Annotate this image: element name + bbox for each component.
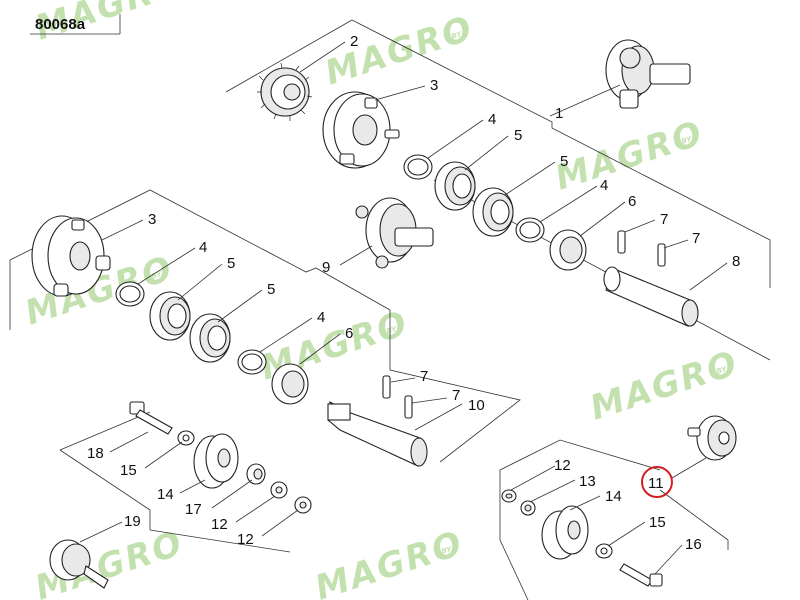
callout-5: 5 — [514, 127, 522, 144]
part-flange-hub-3-upper — [322, 91, 400, 169]
callout-16: 16 — [685, 536, 702, 553]
part-assembly-1 — [605, 39, 691, 109]
callout-7: 7 — [660, 211, 668, 228]
part-bearing-5-upper-a — [434, 161, 476, 211]
part-bolt-16 — [619, 563, 663, 587]
part-seal-6-upper — [549, 229, 587, 271]
callout-7: 7 — [692, 230, 700, 247]
watermark-suffix: .BY — [678, 135, 693, 147]
callout-17: 17 — [185, 501, 202, 518]
callout-12: 12 — [554, 457, 571, 474]
part-flange-hub-3-lower — [31, 215, 111, 297]
part-seal-6-lower — [271, 363, 309, 405]
watermark-suffix: .BY — [438, 545, 453, 557]
part-washer-15-left — [177, 430, 195, 446]
diagram-code-box: 80068a — [30, 14, 121, 35]
callout-5: 5 — [267, 281, 275, 298]
highlight-ring-11 — [641, 466, 673, 498]
callout-6: 6 — [628, 193, 636, 210]
part-pin-7-upper-a — [617, 230, 626, 254]
callout-7: 7 — [420, 368, 428, 385]
watermark-suffix: .BY — [448, 30, 463, 42]
diagram-code: 80068a — [35, 16, 86, 33]
callout-15: 15 — [120, 462, 137, 479]
watermark-brand: MAGRO — [310, 523, 468, 600]
callout-4: 4 — [600, 177, 608, 194]
part-bearing-5-lower-b — [189, 313, 231, 363]
part-circlip-4-lower-a — [115, 281, 145, 307]
callout-3: 3 — [148, 211, 156, 228]
callout-19: 19 — [124, 513, 141, 530]
callout-6: 6 — [345, 325, 353, 342]
part-shaft-8 — [603, 266, 699, 327]
part-nut-13 — [520, 500, 536, 516]
part-assembly-19 — [49, 539, 109, 589]
part-nut-12-left-a — [270, 481, 288, 499]
callout-8: 8 — [732, 253, 740, 270]
part-spacer-17 — [246, 463, 266, 485]
part-shaft-10 — [327, 401, 428, 467]
part-gear-2 — [257, 62, 313, 121]
watermark-suffix: .BY — [148, 270, 163, 282]
part-assembly-11 — [687, 415, 737, 461]
part-washer-15-right — [595, 543, 613, 559]
part-bolt-18 — [129, 401, 173, 435]
callout-7: 7 — [452, 387, 460, 404]
part-nut-12-right — [501, 489, 517, 503]
callout-1: 1 — [555, 105, 563, 122]
part-pulley-14-right — [541, 505, 589, 560]
part-pin-7-lower-a — [382, 375, 391, 399]
watermark-suffix: .BY — [713, 365, 728, 377]
callout-14: 14 — [157, 486, 174, 503]
part-circlip-4-lower-b — [237, 349, 267, 375]
callout-12: 12 — [211, 516, 228, 533]
part-pin-7-lower-b — [404, 395, 413, 419]
part-nut-12-left-b — [294, 496, 312, 514]
watermark-brand: MAGRO — [585, 343, 743, 428]
part-assembly-9 — [355, 197, 434, 269]
callout-13: 13 — [579, 473, 596, 490]
watermark-brand: MAGRO — [320, 8, 478, 93]
part-pin-7-upper-b — [657, 243, 666, 267]
callout-4: 4 — [199, 239, 207, 256]
callout-4: 4 — [317, 309, 325, 326]
assembly-frames — [9, 19, 771, 600]
watermark-suffix: .BY — [383, 325, 398, 337]
callout-10: 10 — [468, 397, 485, 414]
part-pulley-14-left — [193, 433, 239, 489]
part-bearing-5-lower-a — [149, 291, 191, 341]
callout-15: 15 — [649, 514, 666, 531]
watermark-brand: MAGRO — [550, 113, 708, 198]
callout-9: 9 — [322, 259, 330, 276]
callout-labels: 2 3 1 4 5 5 4 6 7 7 8 9 3 4 5 5 4 6 7 7 … — [87, 33, 740, 553]
callout-4: 4 — [488, 111, 496, 128]
part-circlip-4-upper-b — [515, 217, 545, 243]
callout-5: 5 — [560, 153, 568, 170]
callout-14: 14 — [605, 488, 622, 505]
callout-2: 2 — [350, 33, 358, 50]
leader-lines — [79, 41, 728, 575]
callout-3: 3 — [430, 77, 438, 94]
callout-5: 5 — [227, 255, 235, 272]
callout-11: 11 — [648, 475, 664, 492]
callout-18: 18 — [87, 445, 104, 462]
part-bearing-5-upper-b — [472, 187, 514, 237]
part-circlip-4-upper — [403, 154, 433, 180]
callout-12: 12 — [237, 531, 254, 548]
